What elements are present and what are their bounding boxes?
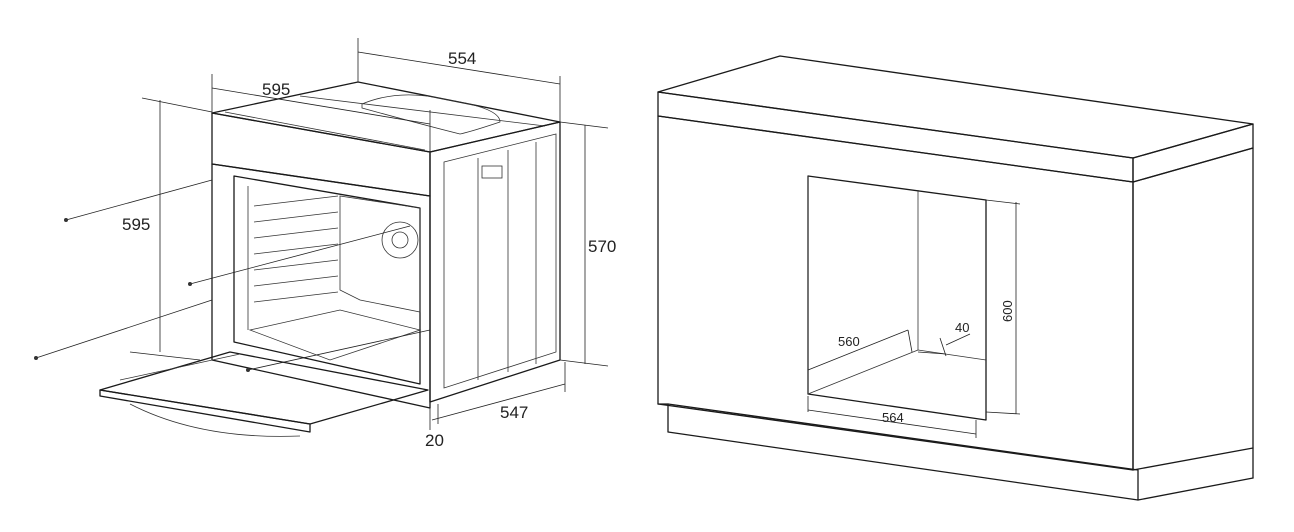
cutout-floor-back bbox=[917, 349, 987, 361]
oven-drawing bbox=[99, 81, 561, 437]
oven-top-vent bbox=[361, 94, 501, 135]
dim-547: 547 bbox=[500, 403, 528, 422]
cutout-floor-left bbox=[807, 349, 919, 395]
dim-40: 40 bbox=[955, 320, 969, 335]
oven-door-hinge-line bbox=[119, 353, 241, 381]
dim-564: 564 bbox=[882, 410, 904, 425]
countertop-front bbox=[657, 91, 1134, 183]
oven-door-handle bbox=[129, 403, 301, 437]
oven-side-handle-slot bbox=[481, 165, 503, 179]
oven-fan-hub bbox=[391, 231, 409, 249]
oven-door-edge bbox=[99, 389, 311, 433]
oven-cavity-opening bbox=[233, 175, 421, 385]
countertop-top bbox=[657, 55, 1254, 159]
cabinet-drawing bbox=[657, 55, 1254, 501]
oven-side-body bbox=[429, 121, 561, 403]
cabinet-side bbox=[1132, 147, 1254, 471]
oven-top-line-1 bbox=[224, 111, 426, 151]
cabinet-dimensions: 600 560 40 564 bbox=[807, 199, 1021, 438]
dim-595-width: 595 bbox=[262, 80, 290, 99]
oven-fan-icon bbox=[381, 221, 419, 259]
oven-cavity-floor bbox=[248, 309, 422, 361]
dim-600: 600 bbox=[1000, 300, 1015, 322]
oven-front-frame bbox=[211, 163, 431, 409]
oven-side-inner bbox=[443, 133, 557, 389]
dim-554: 554 bbox=[448, 49, 476, 68]
dim-560: 560 bbox=[838, 334, 860, 349]
dim-20: 20 bbox=[425, 431, 444, 450]
oven-top-line-2 bbox=[299, 95, 546, 127]
oven-racks bbox=[253, 195, 339, 303]
oven-dimensions: 554 595 595 570 547 20 bbox=[34, 38, 616, 450]
dim-595-height: 595 bbox=[122, 215, 150, 234]
oven-control-panel bbox=[211, 112, 431, 197]
oven-cavity-back bbox=[339, 195, 421, 313]
dim-570: 570 bbox=[588, 237, 616, 256]
